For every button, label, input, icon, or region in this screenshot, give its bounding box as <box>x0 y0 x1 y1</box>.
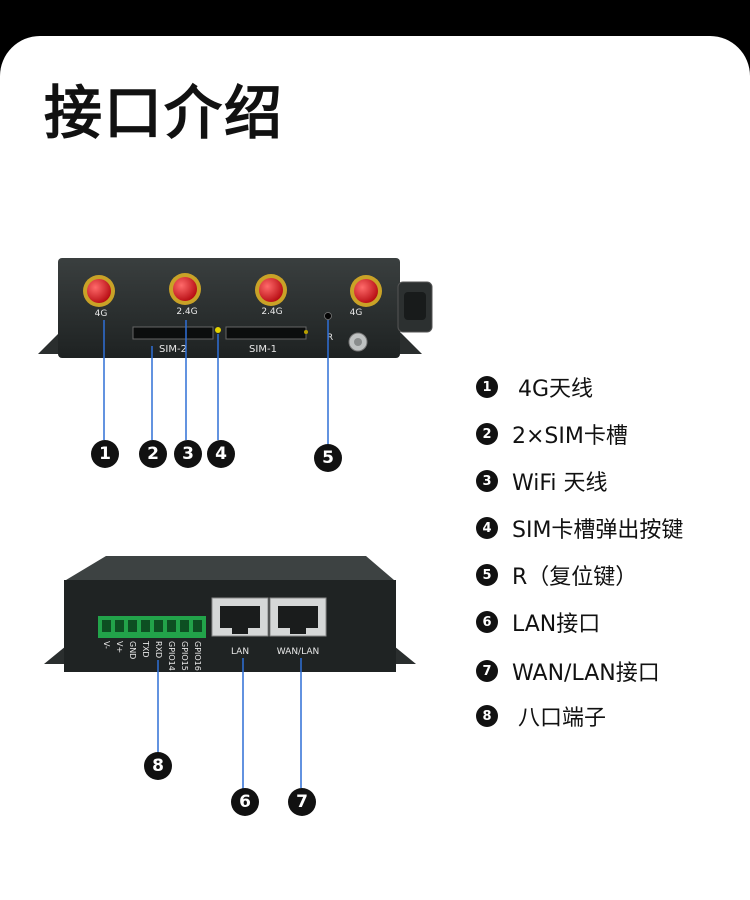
callout-8: 8 <box>144 752 172 780</box>
port-label: WAN/LAN <box>277 647 319 657</box>
pin-label: TXD <box>141 640 150 658</box>
legend-text: 八口端子 <box>518 706 607 731</box>
legend-item: 8 八口端子 <box>476 701 606 731</box>
legend-item: 3 WiFi 天线 <box>476 466 608 496</box>
callout-lines <box>103 320 329 444</box>
indicator-dot <box>304 330 308 334</box>
legend-number: 8 <box>476 705 498 727</box>
sim-eject-indicator <box>215 327 221 333</box>
callout-lines <box>157 658 302 790</box>
legend-number: 4 <box>476 517 498 539</box>
pin-label: V+ <box>115 641 124 653</box>
antenna-label: 2.4G <box>261 307 282 317</box>
callout-2: 2 <box>139 440 167 468</box>
callout-3: 3 <box>174 440 202 468</box>
mount-ear-right <box>394 646 416 664</box>
antenna-label: 4G <box>350 308 363 318</box>
legend-item: 2 2×SIM卡槽 <box>476 419 628 449</box>
legend-number: 6 <box>476 611 498 633</box>
lan-port: LAN <box>211 597 269 657</box>
page-title: 接口介绍 <box>44 79 285 147</box>
pin-label: RXD <box>154 641 163 658</box>
pin-label: V- <box>102 641 111 649</box>
legend-text: 4G天线 <box>518 377 594 402</box>
legend-text: 2×SIM卡槽 <box>512 424 628 449</box>
legend-item: 5 R（复位键） <box>476 560 637 590</box>
sim-slot-label: SIM-2 <box>159 344 187 355</box>
back-panel-body <box>64 580 396 672</box>
antenna-4: 4G <box>350 275 382 318</box>
back-panel-top <box>66 556 394 580</box>
mount-ear-left <box>44 646 66 664</box>
sim-slot-label: SIM-1 <box>249 344 277 355</box>
pin-label: GPIO15 <box>180 641 189 671</box>
legend-text: R（复位键） <box>512 565 638 590</box>
mount-ear-right <box>398 330 422 354</box>
legend-item: 4 SIM卡槽弹出按键 <box>476 513 683 543</box>
legend-text: WAN/LAN接口 <box>512 661 660 686</box>
pin-label: GPIO14 <box>167 641 176 671</box>
antenna-3: 2.4G <box>255 274 287 317</box>
legend-item: 6 LAN接口 <box>476 607 600 637</box>
wan-lan-port: WAN/LAN <box>269 597 327 657</box>
legend-item: 1 4G天线 <box>476 372 593 402</box>
legend-text: SIM卡槽弹出按键 <box>512 518 684 543</box>
callout-7: 7 <box>288 788 316 816</box>
port-label: LAN <box>231 647 249 657</box>
legend-number: 7 <box>476 660 498 682</box>
antenna-2: 2.4G <box>169 273 201 317</box>
legend-text: WiFi 天线 <box>512 471 608 496</box>
legend-number: 5 <box>476 564 498 586</box>
pin-label: GPIO16 <box>193 641 202 671</box>
legend-number: 1 <box>476 376 498 398</box>
content-card: 接口介绍 4G 2.4G <box>0 36 750 900</box>
legend-number: 2 <box>476 423 498 445</box>
pin-label: GND <box>128 641 137 659</box>
front-panel-illustration: 4G 2.4G 2.4G 4G SIM-2 SIM-1 <box>38 258 433 444</box>
legend-text: LAN接口 <box>512 612 601 637</box>
callout-5: 5 <box>314 444 342 472</box>
mount-ear-left <box>38 330 62 354</box>
antenna-label: 4G <box>95 309 108 319</box>
callout-6: 6 <box>231 788 259 816</box>
legend-item: 7 WAN/LAN接口 <box>476 656 660 686</box>
reset-hole <box>324 312 332 320</box>
antenna-label: 2.4G <box>176 307 197 317</box>
callout-4: 4 <box>207 440 235 468</box>
sim-slot-2: SIM-2 <box>132 326 214 355</box>
callout-1: 1 <box>91 440 119 468</box>
terminal-block <box>98 616 206 638</box>
reset-label: R <box>327 333 333 343</box>
legend-number: 3 <box>476 470 498 492</box>
antenna-1: 4G <box>83 275 115 319</box>
